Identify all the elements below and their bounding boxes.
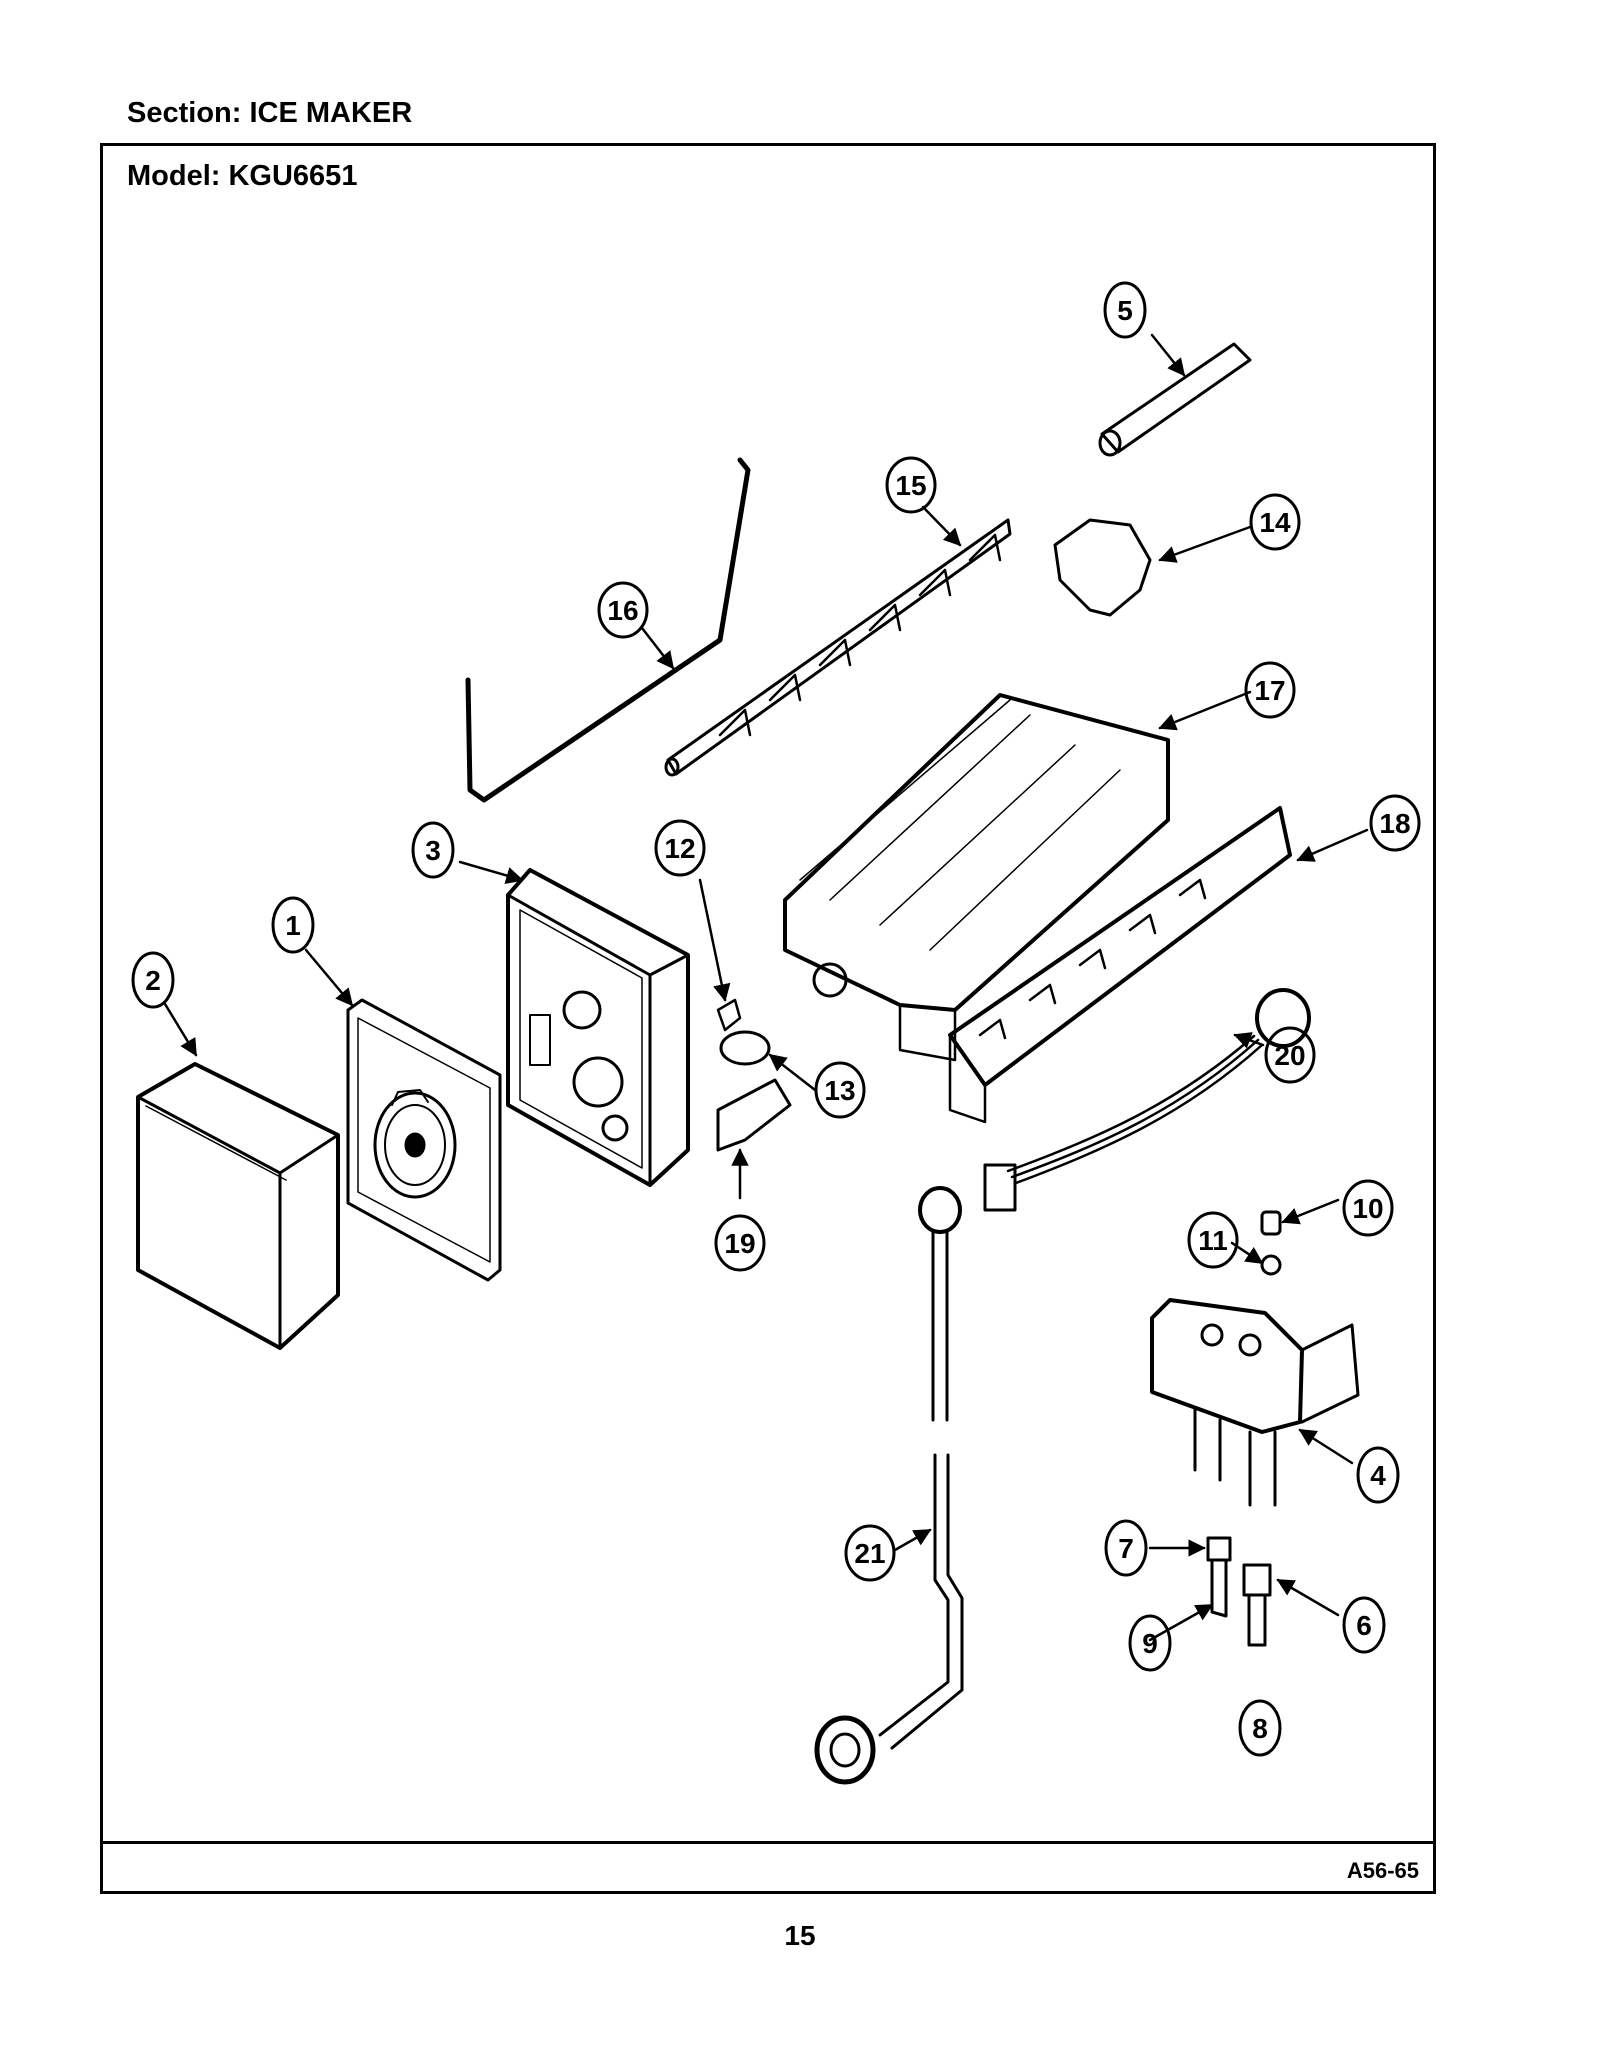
svg-text:9: 9 <box>1142 1628 1158 1659</box>
svg-text:12: 12 <box>664 833 695 864</box>
callout-13: 13 <box>814 1061 866 1119</box>
part-18-stripper <box>948 806 1292 1124</box>
part-16-shutoff-arm <box>465 457 751 803</box>
callout-5: 5 <box>1103 281 1147 339</box>
svg-text:3: 3 <box>425 835 441 866</box>
callout-14: 14 <box>1249 493 1301 551</box>
svg-text:20: 20 <box>1274 1040 1305 1071</box>
part-20-harness <box>983 988 1311 1212</box>
svg-text:17: 17 <box>1254 675 1285 706</box>
callout-9: 9 <box>1128 1614 1172 1672</box>
part-12-clip <box>716 998 742 1032</box>
svg-text:2: 2 <box>145 965 161 996</box>
svg-text:14: 14 <box>1259 507 1291 538</box>
callout-18: 18 <box>1369 794 1421 852</box>
part-10-filter <box>1260 1210 1282 1236</box>
part-14-bracket <box>1053 518 1152 617</box>
leader-lines <box>163 333 1369 1642</box>
callout-6: 6 <box>1342 1596 1386 1654</box>
callouts: 1 2 3 4 5 6 7 8 9 10 11 12 13 14 15 16 1… <box>131 281 1421 1757</box>
callout-2: 2 <box>131 951 175 1009</box>
svg-text:21: 21 <box>854 1538 885 1569</box>
part-8-insert <box>1247 1595 1267 1647</box>
part-7-nut <box>1206 1536 1232 1562</box>
model-title: Model: KGU6651 <box>127 160 358 192</box>
svg-text:15: 15 <box>895 470 926 501</box>
part-4-water-valve <box>1150 1298 1360 1507</box>
callout-19: 19 <box>714 1214 766 1272</box>
callout-4: 4 <box>1356 1446 1400 1504</box>
part-13-thermostat <box>719 1030 771 1066</box>
svg-text:13: 13 <box>824 1075 855 1106</box>
part-2-cover <box>136 1062 340 1350</box>
part-15-ejector <box>664 518 1012 777</box>
part-11-washer <box>1260 1254 1282 1276</box>
svg-text:1: 1 <box>285 910 301 941</box>
page-number: 15 <box>784 1920 816 1951</box>
frame-footer-divider <box>103 1841 1433 1844</box>
part-9-insert <box>1210 1560 1228 1618</box>
callout-16: 16 <box>597 581 649 639</box>
svg-text:10: 10 <box>1352 1193 1383 1224</box>
diagram-frame: Model: KGU6651 A56-65 <box>100 143 1436 1894</box>
callout-11: 11 <box>1187 1211 1239 1269</box>
svg-text:5: 5 <box>1117 295 1133 326</box>
callout-10: 10 <box>1342 1179 1394 1237</box>
svg-text:19: 19 <box>724 1228 755 1259</box>
svg-text:6: 6 <box>1356 1610 1372 1641</box>
figure-code: A56-65 <box>1346 1858 1419 1883</box>
callout-12: 12 <box>654 819 706 877</box>
part-3-housing <box>506 868 690 1187</box>
part-19-shield <box>716 1078 792 1152</box>
part-21-fill-tube <box>814 1186 964 1785</box>
part-5-fill-tube <box>1098 342 1252 457</box>
svg-text:8: 8 <box>1252 1713 1268 1744</box>
part-1-mounting-plate <box>346 998 502 1282</box>
svg-text:4: 4 <box>1370 1460 1386 1491</box>
svg-text:7: 7 <box>1118 1533 1134 1564</box>
section-title: Section: ICE MAKER <box>127 97 413 129</box>
callout-1: 1 <box>271 896 315 954</box>
callout-7: 7 <box>1104 1519 1148 1577</box>
callout-15: 15 <box>885 456 937 514</box>
callout-20: 20 <box>1264 1026 1316 1084</box>
callout-21: 21 <box>844 1524 896 1582</box>
callout-3: 3 <box>411 821 455 879</box>
svg-text:16: 16 <box>607 595 638 626</box>
callout-17: 17 <box>1244 661 1296 719</box>
svg-text:11: 11 <box>1198 1225 1228 1256</box>
svg-text:18: 18 <box>1379 808 1410 839</box>
part-17-mold <box>783 693 1170 1062</box>
callout-8: 8 <box>1238 1699 1282 1757</box>
part-6-nut <box>1242 1563 1272 1597</box>
